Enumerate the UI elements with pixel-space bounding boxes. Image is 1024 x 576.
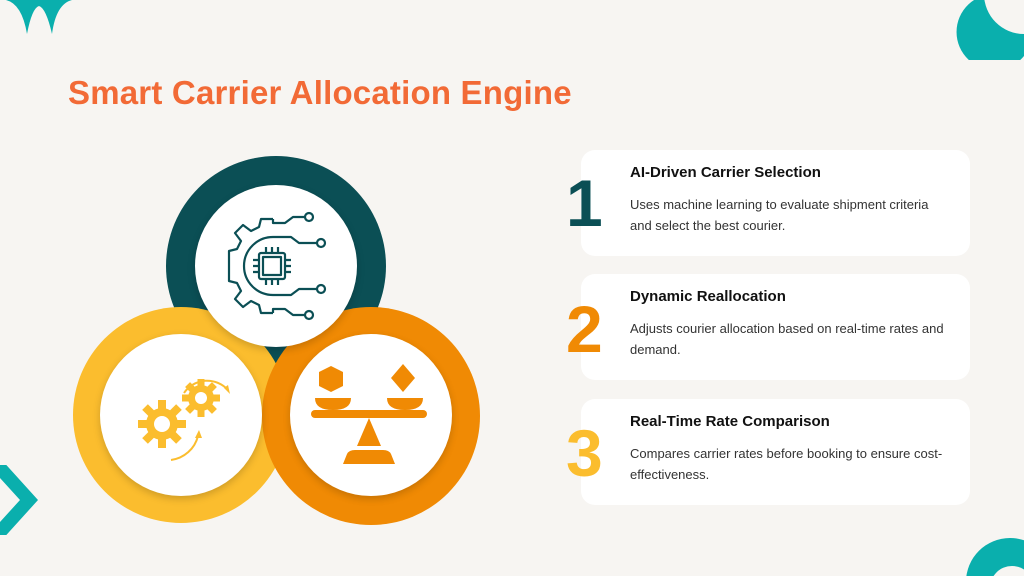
balance-scale-icon [311, 364, 427, 464]
step-title: AI-Driven Carrier Selection [630, 164, 821, 181]
ai-chip-gear-icon [227, 211, 327, 321]
step-description: Compares carrier rates before booking to… [630, 446, 943, 482]
rotating-gears-icon [138, 379, 230, 461]
step-description: Uses machine learning to evaluate shipme… [630, 197, 929, 233]
step-number-1: 1 [566, 166, 603, 240]
step-card-3: Real-Time Rate Comparison Compares carri… [581, 399, 970, 505]
top-right-crescent-shape [956, 0, 1024, 60]
step-card-2: Dynamic Reallocation Adjusts courier all… [581, 274, 970, 380]
bottom-left-chevron-shape [0, 465, 38, 535]
top-circle [195, 185, 357, 347]
step-card-1: AI-Driven Carrier Selection Uses machine… [581, 150, 970, 256]
right-circle [290, 334, 452, 496]
step-title: Real-Time Rate Comparison [630, 413, 830, 430]
step-number-3: 3 [566, 416, 603, 490]
bottom-right-ring-shape [966, 538, 1024, 576]
page-title: Smart Carrier Allocation Engine [68, 74, 572, 111]
three-ring-diagram [73, 156, 480, 525]
top-left-scallop-shape [6, 0, 72, 34]
step-title: Dynamic Reallocation [630, 288, 786, 305]
step-number-2: 2 [566, 292, 603, 366]
left-circle [100, 334, 262, 496]
step-description: Adjusts courier allocation based on real… [630, 321, 944, 357]
